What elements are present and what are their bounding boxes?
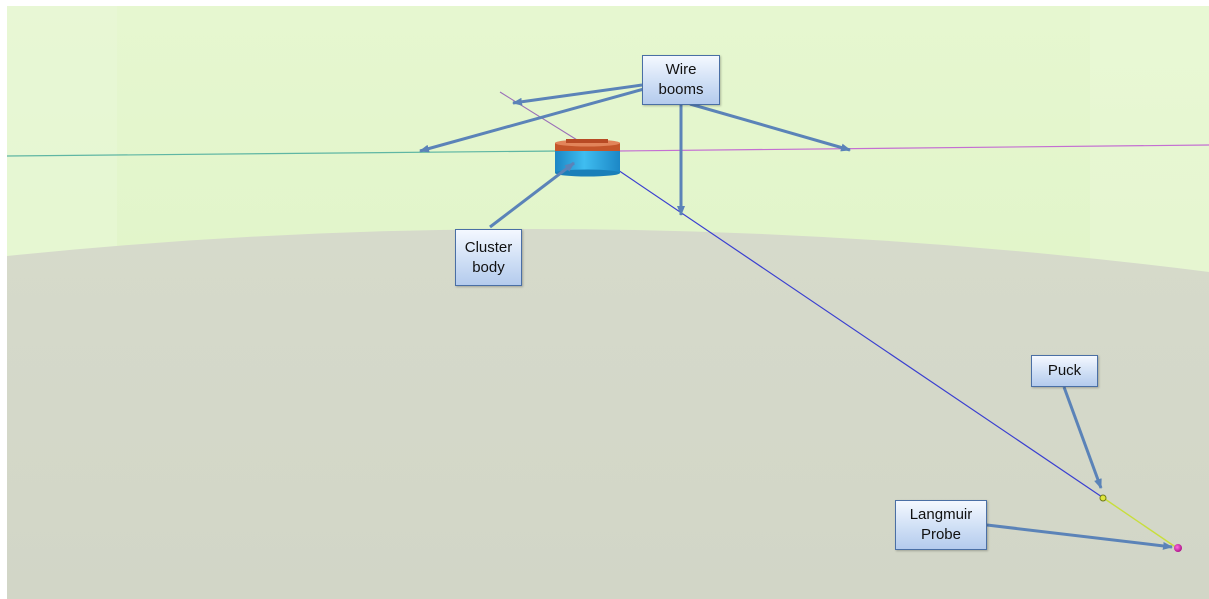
ground-region: [7, 229, 1209, 599]
callout-wire-booms: Wire booms: [642, 55, 720, 105]
callout-cluster-body: Cluster body: [455, 229, 522, 286]
arrow-puck: [1062, 386, 1103, 489]
callout-wire-booms-label: Wire booms: [658, 61, 704, 98]
callout-puck-label: Puck: [1047, 362, 1082, 379]
wire-boom-right: [617, 144, 1209, 152]
puck-icon: [1099, 494, 1107, 502]
langmuir-probe-icon: [1174, 544, 1182, 552]
sky-panel-left: [7, 6, 117, 276]
arrow-cluster-body: [489, 161, 575, 229]
wire-boom-left: [6, 150, 561, 157]
callout-puck: Puck: [1031, 355, 1098, 387]
wire-boom-diagonal: [611, 165, 1103, 498]
callout-arrows: [419, 83, 1173, 550]
callout-cluster-body-label: Cluster body: [464, 238, 513, 276]
wire-boom-tip: [1101, 496, 1178, 549]
arrow-wire-booms-to-right: [689, 102, 851, 152]
sky-panel-right: [1090, 6, 1209, 276]
arrow-langmuir-probe: [986, 523, 1173, 550]
callout-langmuir-probe: Langmuir Probe: [895, 500, 987, 550]
arrow-wire-booms-to-left: [419, 87, 645, 153]
arrow-wire-booms-to-upper: [512, 83, 643, 106]
callout-langmuir-probe-label: Langmuir Probe: [909, 506, 973, 543]
